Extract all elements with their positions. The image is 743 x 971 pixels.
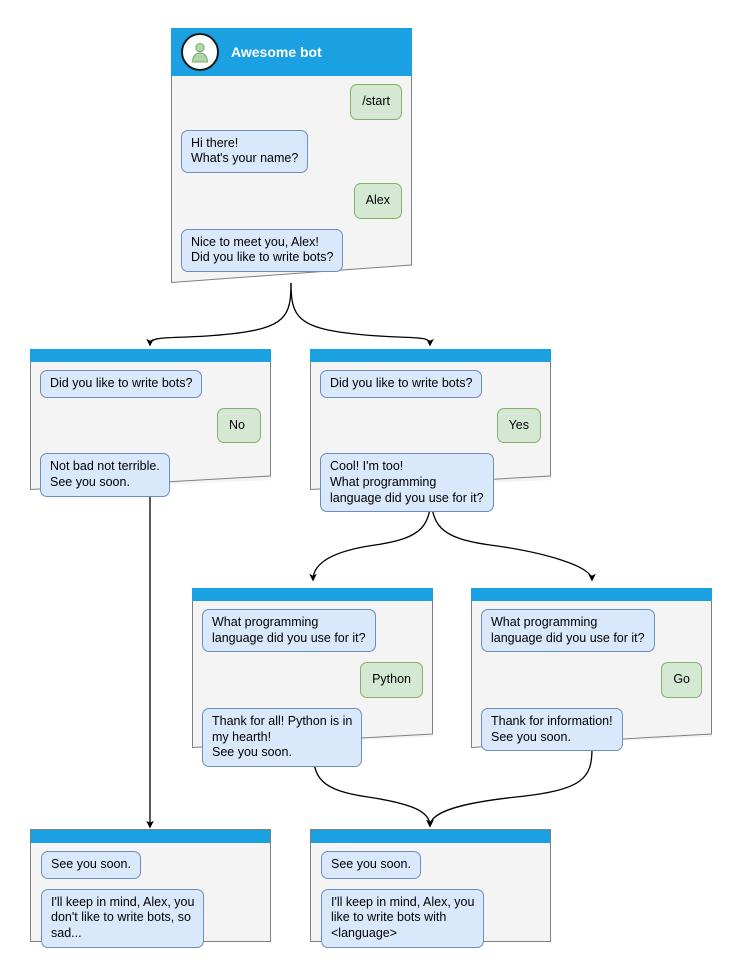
edge-root-to-no [146, 282, 292, 347]
node-end-happy[interactable]: See you soon. I'll keep in mind, Alex, y… [310, 829, 551, 948]
bot-message-bubble: Cool! I'm too! What programming language… [320, 453, 494, 513]
user-message-bubble: Alex [353, 182, 402, 219]
message-row: See you soon. [41, 851, 260, 879]
user-message-bubble: /start [350, 84, 402, 120]
message-row: What programming language did you use fo… [202, 609, 423, 653]
bot-message-bubble: Did you like to write bots? [40, 370, 203, 398]
node-yes-branch-messages: Did you like to write bots? Yes Cool! I'… [310, 362, 551, 522]
bot-message-bubble: I'll keep in mind, Alex, you don't like … [41, 888, 205, 948]
node-end-sad-header [31, 830, 270, 843]
bot-message-bubble: What programming language did you use fo… [202, 609, 376, 653]
node-root-title: Awesome bot [231, 44, 322, 60]
node-go-branch[interactable]: What programming language did you use fo… [471, 588, 712, 752]
person-icon [181, 33, 219, 71]
message-row: Go [481, 662, 702, 698]
node-yes-branch-header [310, 349, 551, 362]
bot-message-bubble: See you soon. [41, 851, 141, 879]
node-go-branch-header [471, 588, 712, 601]
bot-message-bubble: Not bad not terrible. See you soon. [40, 453, 170, 497]
node-go-branch-messages: What programming language did you use fo… [471, 601, 712, 761]
bot-message-bubble: Did you like to write bots? [320, 370, 483, 398]
node-root-header: Awesome bot [171, 28, 412, 76]
node-end-happy-header [311, 830, 550, 843]
message-row: Hi there! What's your name? [181, 129, 402, 173]
user-message-bubble: Go [661, 662, 702, 698]
node-yes-branch[interactable]: Did you like to write bots? Yes Cool! I'… [310, 349, 551, 513]
message-row: Thank for all! Python is in my hearth! S… [202, 707, 423, 767]
message-row: Thank for information! See you soon. [481, 707, 702, 752]
bot-message-bubble: I'll keep in mind, Alex, you like to wri… [321, 888, 485, 948]
user-message-bubble: Yes [496, 407, 541, 444]
user-message-bubble: Python [360, 662, 423, 698]
message-row: Did you like to write bots? [40, 370, 261, 398]
message-row: Nice to meet you, Alex! Did you like to … [181, 228, 402, 272]
bot-message-bubble: See you soon. [321, 851, 421, 879]
message-row: I'll keep in mind, Alex, you don't like … [41, 888, 260, 948]
message-row: Not bad not terrible. See you soon. [40, 453, 261, 497]
message-row: See you soon. [321, 851, 540, 879]
message-row: Alex [181, 182, 402, 219]
user-message-bubble: No [217, 407, 261, 444]
bot-message-bubble: Nice to meet you, Alex! Did you like to … [181, 228, 344, 272]
message-row: I'll keep in mind, Alex, you like to wri… [321, 888, 540, 948]
node-end-sad-messages: See you soon. I'll keep in mind, Alex, y… [31, 843, 270, 958]
node-python-branch-messages: What programming language did you use fo… [192, 601, 433, 777]
node-root[interactable]: Awesome bot /start Hi there! What's your… [171, 28, 412, 283]
bot-message-bubble: Thank for all! Python is in my hearth! S… [202, 707, 363, 767]
bot-message-bubble: What programming language did you use fo… [481, 609, 655, 653]
node-no-branch[interactable]: Did you like to write bots? No Not bad n… [30, 349, 271, 497]
message-row: /start [181, 84, 402, 120]
node-end-happy-messages: See you soon. I'll keep in mind, Alex, y… [311, 843, 550, 958]
edge-root-to-yes [290, 282, 434, 347]
bot-message-bubble: Hi there! What's your name? [181, 129, 309, 173]
node-python-branch[interactable]: What programming language did you use fo… [192, 588, 433, 767]
node-no-branch-messages: Did you like to write bots? No Not bad n… [30, 362, 271, 507]
message-row: What programming language did you use fo… [481, 609, 702, 653]
node-python-branch-header [192, 588, 433, 601]
node-end-sad[interactable]: See you soon. I'll keep in mind, Alex, y… [30, 829, 271, 948]
node-no-branch-header [30, 349, 271, 362]
message-row: Cool! I'm too! What programming language… [320, 453, 541, 513]
node-root-messages: /start Hi there! What's your name? Alex … [171, 76, 412, 282]
message-row: Python [202, 662, 423, 698]
message-row: No [40, 407, 261, 444]
bot-message-bubble: Thank for information! See you soon. [481, 707, 623, 752]
message-row: Did you like to write bots? [320, 370, 541, 398]
message-row: Yes [320, 407, 541, 444]
